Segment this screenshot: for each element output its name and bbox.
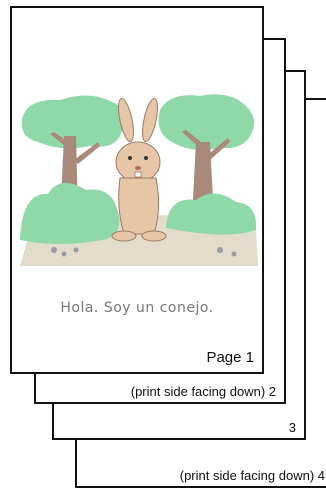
right-branch-2	[206, 138, 230, 160]
bunny	[111, 97, 167, 242]
bush-right	[166, 193, 257, 235]
page-4-label: (print side facing down) 4	[179, 468, 325, 483]
right-branch	[182, 130, 206, 150]
page-3-label: 3	[288, 420, 296, 435]
bush-left	[20, 182, 120, 244]
page-1-label: Page 1	[206, 349, 254, 366]
left-tree-foliage	[21, 95, 126, 149]
sheet-edge-stub	[306, 98, 326, 100]
left-branch	[50, 132, 74, 150]
page-2-label: (print side facing down) 2	[130, 384, 276, 399]
page-caption: Hola. Soy un conejo.	[60, 300, 214, 316]
left-branch-2	[74, 142, 100, 164]
page-1-sheet: Hola. Soy un conejo. Page 1	[10, 6, 264, 374]
bunny-forest-illustration	[20, 94, 258, 266]
right-tree-foliage	[158, 94, 255, 150]
